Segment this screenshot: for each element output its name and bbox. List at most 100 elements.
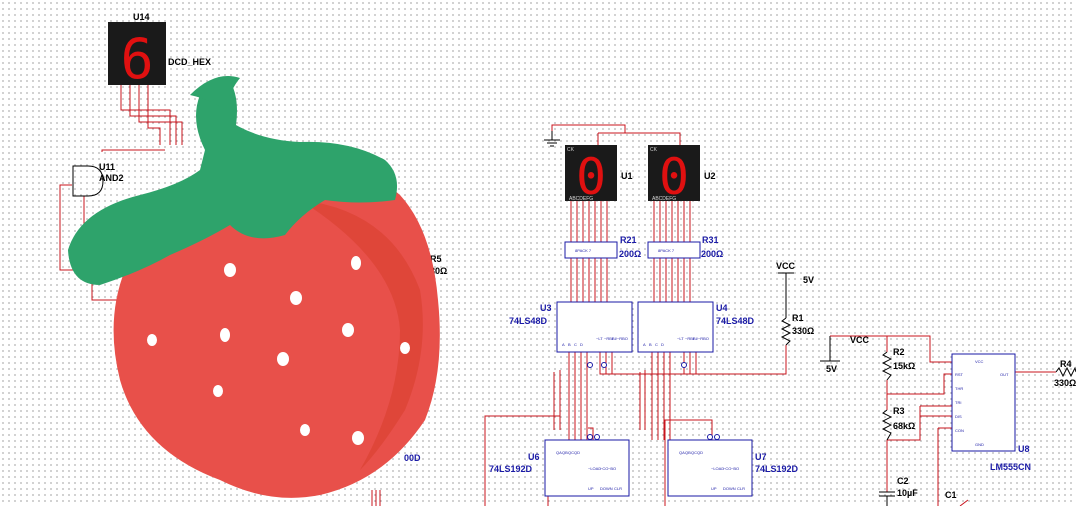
svg-text:~CO: ~CO bbox=[723, 466, 731, 471]
u11-type: AND2 bbox=[99, 173, 124, 183]
svg-text:TRI: TRI bbox=[955, 400, 961, 405]
u7-ref: U7 bbox=[755, 452, 767, 462]
svg-text:DIS: DIS bbox=[955, 414, 962, 419]
svg-text:D: D bbox=[661, 342, 664, 347]
u2-ref: U2 bbox=[704, 171, 716, 181]
vcc-source-2[interactable]: VCC 5V bbox=[820, 335, 952, 374]
svg-text:CON: CON bbox=[955, 428, 964, 433]
svg-text:DOWN: DOWN bbox=[723, 486, 736, 491]
svg-text:OUT: OUT bbox=[1000, 372, 1009, 377]
svg-text:UP: UP bbox=[711, 486, 717, 491]
svg-text:C: C bbox=[574, 342, 577, 347]
u4-ref: U4 bbox=[716, 303, 728, 313]
r1-ref: R1 bbox=[792, 313, 804, 323]
ground-symbol[interactable] bbox=[544, 131, 560, 147]
u3-ref: U3 bbox=[540, 303, 552, 313]
svg-text:A: A bbox=[643, 342, 646, 347]
svg-text:~RBI: ~RBI bbox=[604, 336, 613, 341]
display-u1[interactable]: CK 0 ABCDEFG U1 bbox=[565, 145, 633, 206]
r31-ref: R31 bbox=[702, 235, 719, 245]
chip-u6[interactable]: QA QB QC QD ~LOAD ~CO ~BO UP DOWN CLR U6… bbox=[489, 439, 630, 497]
u1-digit: 0 bbox=[576, 148, 606, 206]
svg-text:8PACK 7: 8PACK 7 bbox=[658, 248, 675, 253]
svg-text:B: B bbox=[649, 342, 652, 347]
svg-text:BI/~RBO: BI/~RBO bbox=[612, 336, 628, 341]
svg-text:8PACK 7: 8PACK 7 bbox=[575, 248, 592, 253]
r31-value: 200Ω bbox=[701, 249, 723, 259]
svg-text:GND: GND bbox=[975, 442, 984, 447]
display-u2[interactable]: CK 0 ABCDEFG U2 bbox=[648, 145, 716, 206]
chip-u4[interactable]: A B C D ~LT ~RBI BI/~RBO U4 74LS48D bbox=[637, 301, 755, 353]
r21-value: 200Ω bbox=[619, 249, 641, 259]
vcc-2-label: VCC bbox=[850, 335, 870, 345]
svg-text:THR: THR bbox=[955, 386, 963, 391]
svg-text:~LT: ~LT bbox=[677, 336, 684, 341]
chip-u8[interactable]: VCC OUT RST THR TRI DIS CON GND U8 LM555… bbox=[951, 353, 1031, 472]
resistor-r1[interactable]: R1 330Ω bbox=[780, 313, 814, 346]
c2-value: 10µF bbox=[897, 488, 918, 498]
vcc-source-1[interactable]: VCC 5V bbox=[776, 261, 814, 318]
svg-text:RST: RST bbox=[955, 372, 964, 377]
r21-ref: R21 bbox=[620, 235, 637, 245]
svg-text:QA: QA bbox=[679, 450, 685, 455]
c2-ref: C2 bbox=[897, 476, 909, 486]
counter-pin-bubbles bbox=[587, 362, 720, 440]
chip-u7[interactable]: QA QB QC QD ~LOAD ~CO ~BO UP DOWN CLR U7… bbox=[667, 439, 799, 497]
svg-text:QB: QB bbox=[562, 450, 568, 455]
u4-part: 74LS48D bbox=[716, 316, 755, 326]
resistor-pack-r31[interactable]: 8PACK 7 R31 200Ω bbox=[647, 235, 723, 259]
r5-ref: R5 bbox=[430, 254, 442, 264]
svg-text:VCC: VCC bbox=[975, 359, 984, 364]
left-label-d: 00D bbox=[404, 453, 421, 463]
svg-text:~LOAD: ~LOAD bbox=[711, 466, 724, 471]
u7-part: 74LS192D bbox=[755, 464, 799, 474]
r3-value: 68kΩ bbox=[893, 421, 915, 431]
u2-digit: 0 bbox=[659, 148, 689, 206]
u8-ref: U8 bbox=[1018, 444, 1030, 454]
capacitor-c1[interactable]: C1 bbox=[945, 490, 957, 500]
svg-text:~BO: ~BO bbox=[608, 466, 616, 471]
vcc-2-value: 5V bbox=[826, 364, 837, 374]
r5-value: 30Ω bbox=[430, 266, 447, 276]
svg-text:QC: QC bbox=[568, 450, 574, 455]
r2-ref: R2 bbox=[893, 347, 905, 357]
u11-ref: U11 bbox=[99, 162, 115, 172]
strawberry-sticker-icon[interactable] bbox=[68, 76, 440, 498]
svg-text:CK: CK bbox=[650, 147, 658, 153]
c1-ref: C1 bbox=[945, 490, 957, 500]
svg-text:QB: QB bbox=[685, 450, 691, 455]
svg-text:QC: QC bbox=[691, 450, 697, 455]
gate-u11[interactable]: U11 AND2 bbox=[72, 162, 124, 197]
svg-text:QD: QD bbox=[574, 450, 580, 455]
svg-text:UP: UP bbox=[588, 486, 594, 491]
svg-text:D: D bbox=[580, 342, 583, 347]
chip-u3[interactable]: A B C D ~LT ~RBI BI/~RBO U3 74LS48D bbox=[509, 301, 633, 353]
u6-part: 74LS192D bbox=[489, 464, 533, 474]
resistor-r3[interactable]: R3 68kΩ bbox=[881, 406, 915, 441]
svg-text:QA: QA bbox=[556, 450, 562, 455]
u14-ref: U14 bbox=[133, 12, 150, 22]
resistor-r4[interactable]: R4 330Ω bbox=[1054, 359, 1076, 388]
svg-text:BI/~RBO: BI/~RBO bbox=[693, 336, 709, 341]
display-u14[interactable]: 6 U14 DCD_HEX bbox=[108, 12, 211, 91]
svg-text:CK: CK bbox=[567, 147, 575, 153]
resistor-pack-r21[interactable]: 8PACK 7 R21 200Ω bbox=[564, 235, 641, 259]
u8-part: LM555CN bbox=[990, 462, 1031, 472]
svg-text:~LOAD: ~LOAD bbox=[588, 466, 601, 471]
svg-text:~BO: ~BO bbox=[731, 466, 739, 471]
r1-value: 330Ω bbox=[792, 326, 814, 336]
u1-ref: U1 bbox=[621, 171, 633, 181]
svg-text:CLR: CLR bbox=[614, 486, 622, 491]
svg-text:~RBI: ~RBI bbox=[685, 336, 694, 341]
capacitor-c2[interactable]: C2 10µF bbox=[879, 476, 918, 506]
u14-type: DCD_HEX bbox=[168, 57, 211, 67]
vcc-1-label: VCC bbox=[776, 261, 796, 271]
svg-text:B: B bbox=[568, 342, 571, 347]
resistor-r2[interactable]: R2 15kΩ bbox=[881, 347, 915, 381]
svg-text:ABCDEFG: ABCDEFG bbox=[652, 196, 676, 202]
r4-value: 330Ω bbox=[1054, 378, 1076, 388]
svg-text:ABCDEFG: ABCDEFG bbox=[569, 196, 593, 202]
svg-text:DOWN: DOWN bbox=[600, 486, 613, 491]
strawberry-seeds bbox=[147, 256, 410, 445]
